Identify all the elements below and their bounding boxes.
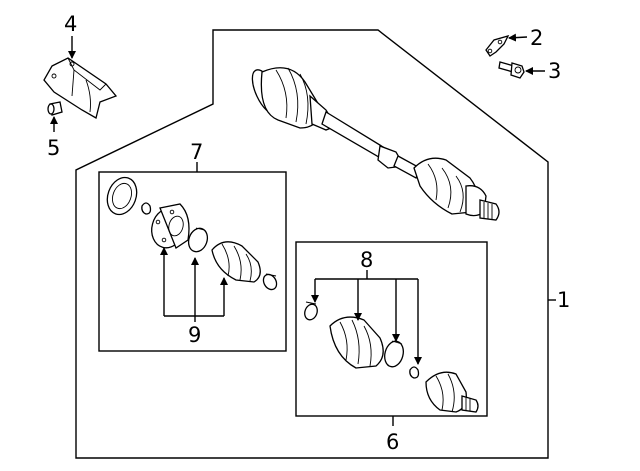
callout-2[interactable]: 2 <box>530 26 543 50</box>
callout-4[interactable]: 4 <box>64 12 77 36</box>
callout-2-leader <box>508 33 528 42</box>
callout-3[interactable]: 3 <box>548 59 561 83</box>
callout-1[interactable]: 1 <box>557 288 570 312</box>
callout-7[interactable]: 7 <box>190 140 203 164</box>
callout-8-leaders <box>311 270 422 365</box>
bracket-drawing[interactable] <box>485 34 510 57</box>
inner-joint-parts[interactable] <box>102 173 279 292</box>
outer-joint-kit-box <box>295 241 488 417</box>
axle-shaft-drawing[interactable] <box>247 66 500 221</box>
callout-5[interactable]: 5 <box>47 136 60 160</box>
assembly-outline <box>75 29 549 459</box>
callout-9[interactable]: 9 <box>188 323 201 347</box>
callout-6[interactable]: 6 <box>386 430 399 454</box>
bolt-drawing[interactable] <box>498 61 525 79</box>
callout-9-leaders <box>160 247 228 322</box>
callout-8[interactable]: 8 <box>360 248 373 272</box>
outer-joint-parts[interactable] <box>303 301 479 413</box>
nut-drawing[interactable] <box>47 101 63 116</box>
inner-joint-kit-box <box>98 171 287 352</box>
heat-shield-drawing[interactable] <box>43 57 118 119</box>
